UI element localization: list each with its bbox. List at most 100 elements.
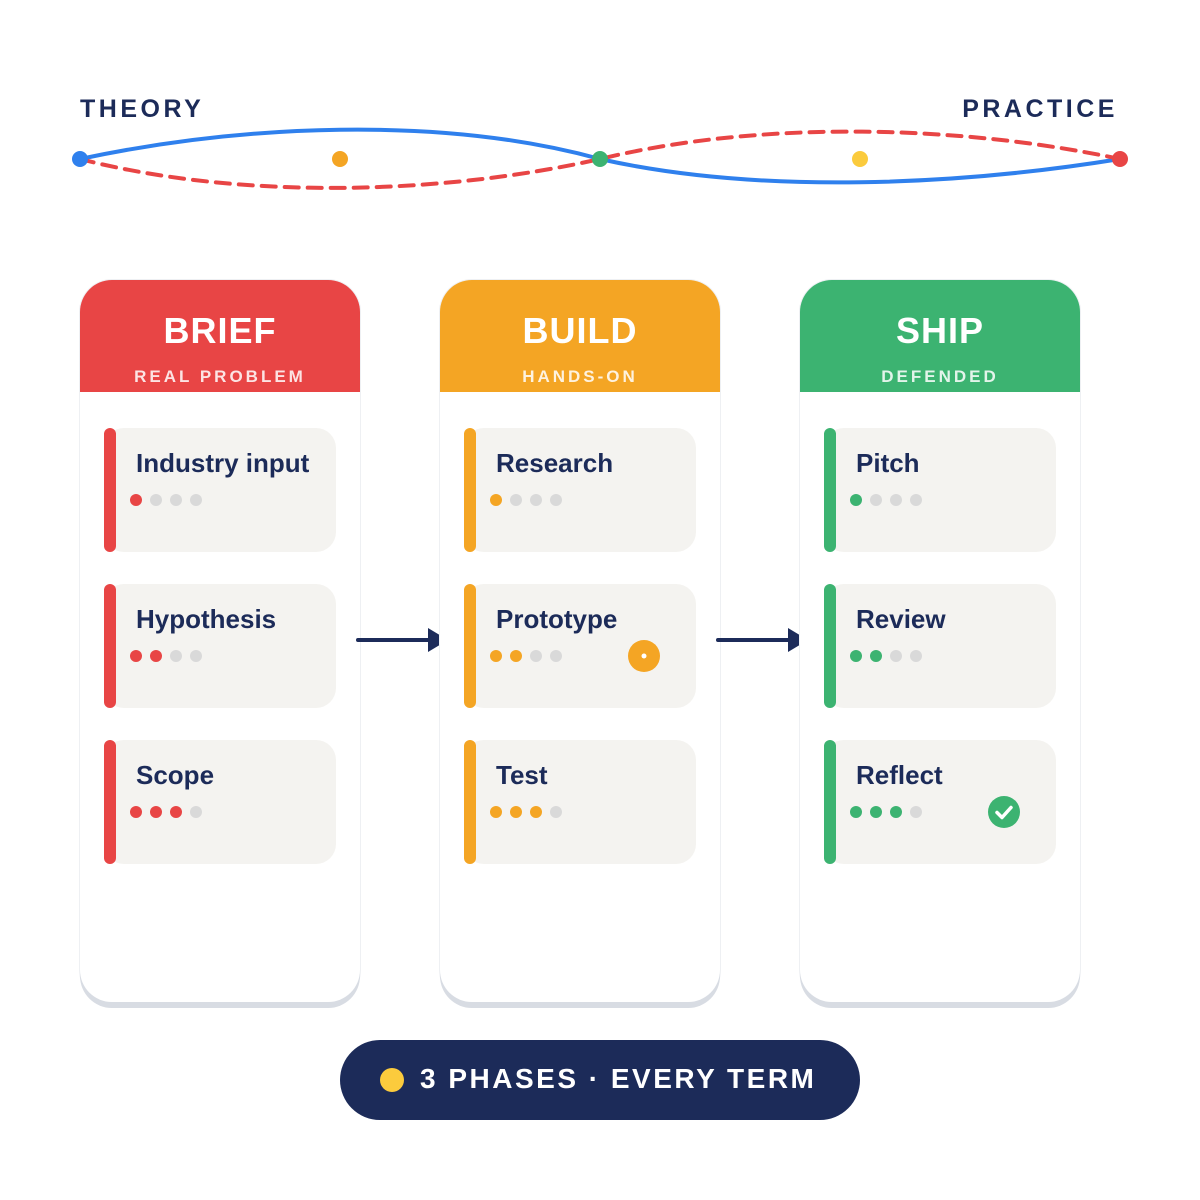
progress-dot-filled (490, 494, 502, 506)
progress-dot-empty (530, 650, 542, 662)
card-title: Reflect (856, 760, 943, 790)
card-hypothesis[interactable]: Hypothesis (104, 584, 336, 708)
column-subtitle: REAL PROBLEM (134, 367, 306, 386)
card-accent-bar (464, 584, 476, 708)
progress-dot-filled (870, 806, 882, 818)
progress-dot-empty (890, 650, 902, 662)
progress-dot-empty (190, 806, 202, 818)
progress-dot-filled (150, 650, 162, 662)
card-title: Research (496, 448, 614, 478)
column-subtitle: DEFENDED (881, 367, 999, 386)
card-accent-bar (824, 584, 836, 708)
progress-dots (490, 650, 562, 662)
wave-graphic (72, 127, 1128, 190)
card-industry-input[interactable]: Industry input (104, 428, 336, 552)
node-left (72, 151, 88, 167)
progress-dot-filled (890, 806, 902, 818)
progress-dot-filled (510, 806, 522, 818)
progress-dot-filled (130, 806, 142, 818)
card-prototype[interactable]: Prototype (464, 584, 696, 708)
footer-text: 3 PHASES · EVERY TERM (420, 1063, 817, 1094)
practice-label: PRACTICE (962, 95, 1118, 123)
progress-dot-filled (490, 806, 502, 818)
progress-dot-filled (870, 650, 882, 662)
in-progress-icon (628, 640, 660, 672)
progress-dot-empty (870, 494, 882, 506)
card-accent-bar (104, 584, 116, 708)
progress-dot-empty (910, 806, 922, 818)
card-review[interactable]: Review (824, 584, 1056, 708)
theory-label: THEORY (80, 95, 205, 123)
progress-dot-empty (190, 650, 202, 662)
progress-dot-empty (170, 494, 182, 506)
card-accent-bar (464, 740, 476, 864)
check-icon (988, 796, 1020, 828)
node-right (1112, 151, 1128, 167)
progress-dot-filled (130, 650, 142, 662)
progress-dot-empty (550, 494, 562, 506)
card-title: Review (856, 604, 946, 634)
practice-line (78, 129, 1122, 190)
card-title: Scope (136, 760, 215, 790)
column-header-build: BUILD HANDS-ON (440, 280, 720, 392)
progress-dot-empty (510, 494, 522, 506)
progress-dot-filled (150, 806, 162, 818)
progress-dot-filled (170, 806, 182, 818)
column-title: BUILD (522, 310, 638, 351)
progress-dots (850, 494, 922, 506)
card-test[interactable]: Test (464, 740, 696, 864)
progress-dots (490, 494, 562, 506)
progress-dot-empty (150, 494, 162, 506)
card-title: Pitch (856, 448, 920, 478)
progress-dot-filled (490, 650, 502, 662)
progress-dot-empty (170, 650, 182, 662)
card-accent-bar (104, 428, 116, 552)
node-mid (592, 151, 608, 167)
card-pitch[interactable]: Pitch (824, 428, 1056, 552)
card-scope[interactable]: Scope (104, 740, 336, 864)
card-title: Industry input (136, 448, 310, 478)
column-header-brief: BRIEF REAL PROBLEM (80, 280, 360, 392)
card-title: Test (496, 760, 548, 790)
progress-dot-filled (530, 806, 542, 818)
progress-dot-filled (510, 650, 522, 662)
progress-dots (490, 806, 562, 818)
progress-dot-empty (550, 650, 562, 662)
progress-dot-empty (550, 806, 562, 818)
progress-dot-empty (910, 650, 922, 662)
card-accent-bar (464, 428, 476, 552)
column-subtitle: HANDS-ON (522, 367, 638, 386)
progress-dot-filled (850, 494, 862, 506)
footer-pill: 3 PHASES · EVERY TERM (340, 1040, 860, 1120)
column-ship: SHIP DEFENDED Pitch Review Reflect (800, 280, 1080, 1002)
marker-left (332, 151, 348, 167)
footer-dot-icon (380, 1068, 404, 1092)
card-reflect[interactable]: Reflect (824, 740, 1056, 864)
marker-right (852, 151, 868, 167)
progress-dot-filled (130, 494, 142, 506)
progress-dot-empty (190, 494, 202, 506)
card-accent-bar (824, 428, 836, 552)
column-title: BRIEF (163, 310, 277, 351)
progress-dot-filled (850, 806, 862, 818)
progress-dot-empty (890, 494, 902, 506)
progress-dots (130, 494, 202, 506)
arrow-right-icon (716, 628, 808, 652)
card-title: Prototype (496, 604, 618, 634)
column-brief: BRIEF REAL PROBLEM Industry input Hypoth… (80, 280, 360, 1002)
progress-dots (850, 806, 922, 818)
arrow-right-icon (356, 628, 448, 652)
card-title: Hypothesis (136, 604, 277, 634)
progress-dot-empty (910, 494, 922, 506)
progress-dots (850, 650, 922, 662)
card-accent-bar (824, 740, 836, 864)
progress-dots (130, 650, 202, 662)
progress-dot-filled (850, 650, 862, 662)
card-research[interactable]: Research (464, 428, 696, 552)
card-accent-bar (104, 740, 116, 864)
progress-dot-empty (530, 494, 542, 506)
column-build: BUILD HANDS-ON Research Prototype Test (440, 280, 720, 1002)
column-header-ship: SHIP DEFENDED (800, 280, 1080, 392)
column-title: SHIP (895, 310, 985, 351)
progress-dots (130, 806, 202, 818)
